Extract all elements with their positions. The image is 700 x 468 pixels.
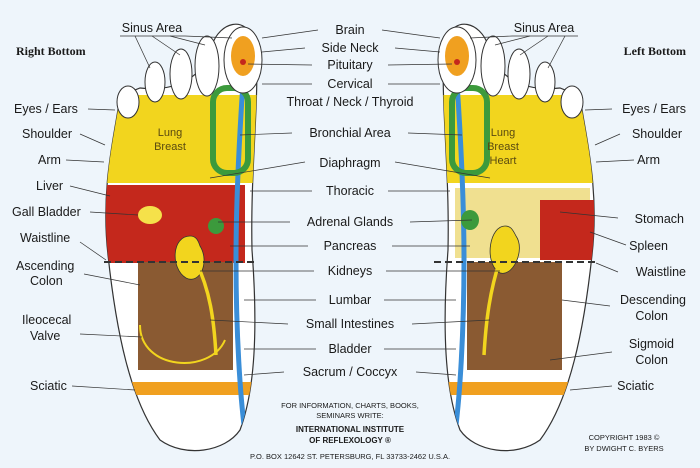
label-bladder: Bladder bbox=[328, 342, 371, 356]
spine-line bbox=[233, 39, 249, 441]
label-gall-bladder: Gall Bladder bbox=[12, 205, 81, 219]
center-label-group: Brain Side Neck Pituitary Cervical Throa… bbox=[200, 23, 500, 379]
label-sciatic-left: Sciatic bbox=[30, 379, 67, 393]
header-right-bottom: Right Bottom bbox=[16, 44, 86, 58]
label-ascending: Ascending bbox=[16, 259, 74, 273]
label-small-intestines: Small Intestines bbox=[306, 317, 394, 331]
heel-band bbox=[120, 382, 257, 395]
toe-5 bbox=[560, 85, 584, 119]
label-thoracic: Thoracic bbox=[326, 184, 374, 198]
label-arm-right: Arm bbox=[637, 153, 660, 167]
label-throat-neck-thyroid: Throat / Neck / Thyroid bbox=[287, 95, 414, 109]
spleen-zone bbox=[540, 200, 595, 260]
info-line-2: SEMINARS WRITE: bbox=[316, 411, 384, 420]
spine-line bbox=[451, 39, 467, 441]
copyright-block: COPYRIGHT 1983 © BY DWIGHT C. BYERS bbox=[584, 433, 663, 453]
neck-zone bbox=[210, 85, 251, 176]
ureter bbox=[482, 259, 502, 356]
heel-band bbox=[443, 382, 580, 395]
label-ileocecal: Ileocecal bbox=[22, 313, 71, 327]
org-name-2: OF REFLEXOLOGY ® bbox=[309, 436, 391, 445]
label-pituitary: Pituitary bbox=[327, 58, 373, 72]
label-waistline-right: Waistline bbox=[636, 265, 686, 279]
toe-5 bbox=[116, 85, 140, 119]
toe-2 bbox=[194, 35, 220, 97]
gall-bladder bbox=[138, 206, 162, 224]
label-liver: Liver bbox=[36, 179, 63, 193]
label-descending: Descending bbox=[620, 293, 686, 307]
label-arm-left: Arm bbox=[38, 153, 61, 167]
label-cervical: Cervical bbox=[327, 77, 372, 91]
toe-1-sinus bbox=[231, 36, 255, 76]
adrenal-gland bbox=[208, 218, 224, 234]
right-label-group: Sinus Area Eyes / Ears Shoulder Arm Stom… bbox=[469, 21, 686, 393]
label-diaphragm: Diaphragm bbox=[319, 156, 380, 170]
label-stomach: Stomach bbox=[635, 212, 684, 226]
neck-zone bbox=[449, 85, 490, 176]
left-foot: Lung Breast Heart bbox=[437, 23, 595, 452]
label-colon-sigmoid: Colon bbox=[635, 353, 668, 367]
label-sinus-area-left: Sinus Area bbox=[122, 21, 183, 35]
right-foot: Lung Breast bbox=[105, 23, 263, 452]
label-eyes-ears-left: Eyes / Ears bbox=[14, 102, 78, 116]
label-bronchial-area: Bronchial Area bbox=[309, 126, 390, 140]
heart-label: Heart bbox=[490, 155, 517, 167]
breast-label: Breast bbox=[487, 141, 519, 153]
breast-label: Breast bbox=[154, 141, 186, 153]
toe-2 bbox=[480, 35, 506, 97]
toe-1-sinus bbox=[445, 36, 469, 76]
intestine-zone bbox=[467, 262, 562, 370]
left-label-group: Sinus Area Eyes / Ears Shoulder Arm Live… bbox=[12, 21, 233, 393]
pituitary-dot bbox=[454, 59, 460, 65]
label-sciatic-right: Sciatic bbox=[617, 379, 654, 393]
label-shoulder-left: Shoulder bbox=[22, 127, 72, 141]
copyright-line-2: BY DWIGHT C. BYERS bbox=[584, 444, 663, 453]
label-colon-ascending: Colon bbox=[30, 274, 63, 288]
label-pancreas: Pancreas bbox=[324, 239, 377, 253]
label-kidneys: Kidneys bbox=[328, 264, 372, 278]
toe-3 bbox=[507, 48, 531, 100]
label-waistline-left: Waistline bbox=[20, 231, 70, 245]
label-sacrum-coccyx: Sacrum / Coccyx bbox=[303, 365, 398, 379]
address: P.O. BOX 12642 ST. PETERSBURG, FL 33733-… bbox=[250, 452, 450, 461]
label-valve: Valve bbox=[30, 329, 60, 343]
label-shoulder-right: Shoulder bbox=[632, 127, 682, 141]
label-adrenal-glands: Adrenal Glands bbox=[307, 215, 393, 229]
label-side-neck: Side Neck bbox=[322, 41, 380, 55]
toe-4 bbox=[144, 61, 166, 103]
bladder-ring bbox=[139, 324, 226, 364]
intestine-zone bbox=[138, 262, 233, 370]
toe-3 bbox=[169, 48, 193, 100]
org-name-1: INTERNATIONAL INSTITUTE bbox=[296, 425, 405, 434]
label-spleen: Spleen bbox=[629, 239, 668, 253]
label-sigmoid: Sigmoid bbox=[629, 337, 674, 351]
info-line-1: FOR INFORMATION, CHARTS, BOOKS, bbox=[281, 401, 419, 410]
label-sinus-area-right: Sinus Area bbox=[514, 21, 575, 35]
header-left-bottom: Left Bottom bbox=[624, 44, 686, 58]
label-colon-descending: Colon bbox=[635, 309, 668, 323]
lung-label: Lung bbox=[491, 127, 515, 139]
ureter bbox=[194, 261, 218, 356]
toe-4 bbox=[534, 61, 556, 103]
copyright-line-1: COPYRIGHT 1983 © bbox=[589, 433, 660, 442]
pituitary-dot bbox=[240, 59, 246, 65]
label-eyes-ears-right: Eyes / Ears bbox=[622, 102, 686, 116]
label-lumbar: Lumbar bbox=[329, 293, 371, 307]
label-brain: Brain bbox=[335, 23, 364, 37]
lung-label: Lung bbox=[158, 127, 182, 139]
info-block: FOR INFORMATION, CHARTS, BOOKS, SEMINARS… bbox=[250, 401, 450, 461]
